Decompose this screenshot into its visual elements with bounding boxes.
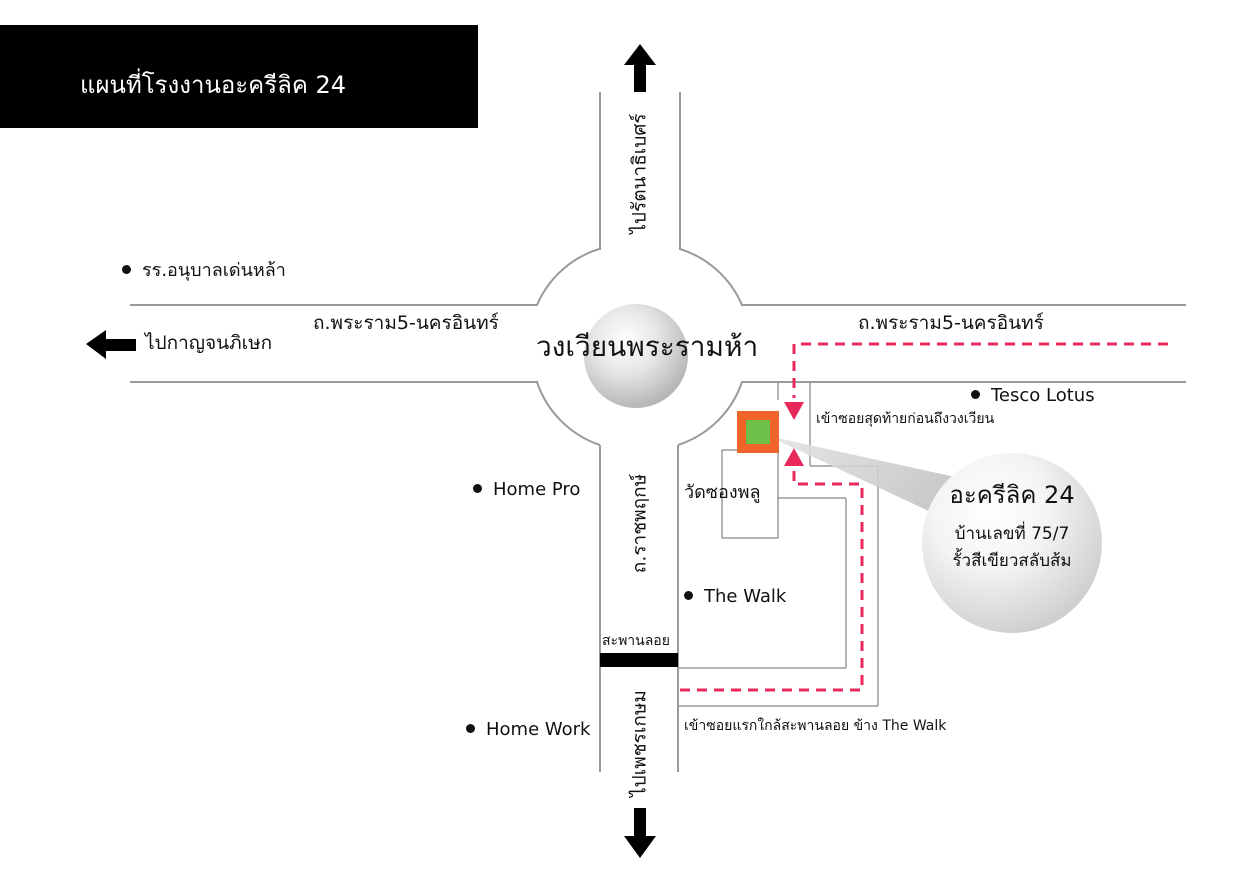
poi-home-work: Home Work bbox=[466, 721, 590, 739]
poi-tesco: Tesco Lotus bbox=[971, 387, 1095, 405]
destination-fence: รั้วสีเขียวสลับส้ม bbox=[952, 551, 1072, 571]
dot-icon bbox=[971, 389, 980, 399]
destination-address: บ้านเลขที่ 75/7 bbox=[954, 524, 1070, 544]
poi-tesco-label: Tesco Lotus bbox=[991, 385, 1095, 406]
poi-temple-label: วัดซองพลู bbox=[684, 482, 761, 503]
bridge-bar bbox=[600, 653, 678, 667]
roundabout-label: วงเวียนพระรามห้า bbox=[536, 330, 759, 363]
road-label-south-upper: ถ.ราชพฤกษ์ bbox=[628, 473, 651, 574]
route-south bbox=[680, 468, 864, 692]
road-label-west: ถ.พระราม5-นครอินทร์ bbox=[313, 312, 499, 334]
title-bar: แผนที่โรงงานอะครีลิค 24 bbox=[0, 25, 478, 128]
direction-west-label: ไปกาญจนภิเษก bbox=[145, 332, 273, 354]
dot-icon bbox=[122, 264, 131, 274]
road-label-north: ไปรัตนาธิเบศร์ bbox=[628, 113, 651, 234]
arrow-left-icon bbox=[86, 330, 136, 359]
dot-icon bbox=[684, 590, 693, 600]
roundabout-ring bbox=[536, 248, 743, 446]
destination-bubble: อะครีลิค 24 บ้านเลขที่ 75/7 รั้วสีเขียวส… bbox=[922, 453, 1102, 633]
page-title: แผนที่โรงงานอะครีลิค 24 bbox=[80, 71, 347, 99]
roundabout-center bbox=[584, 304, 688, 408]
road-label-east: ถ.พระราม5-นครอินทร์ bbox=[858, 312, 1044, 334]
route-arrow-up-icon bbox=[784, 448, 804, 466]
poi-home-work-label: Home Work bbox=[486, 719, 591, 740]
bridge-label: สะพานลอย bbox=[602, 633, 670, 649]
poi-school-label: รร.อนุบาลเด่นหล้า bbox=[142, 260, 286, 281]
direction-note-south: เข้าซอยแรกใกล้สะพานลอย ข้าง The Walk bbox=[684, 718, 947, 734]
dot-icon bbox=[466, 723, 475, 733]
arrow-down-icon bbox=[624, 808, 656, 858]
poi-the-walk-label: The Walk bbox=[704, 586, 787, 607]
poi-school: รร.อนุบาลเด่นหล้า bbox=[122, 262, 286, 280]
callout-beam bbox=[768, 436, 960, 520]
destination-name: อะครีลิค 24 bbox=[949, 481, 1075, 509]
poi-home-pro-label: Home Pro bbox=[493, 479, 581, 500]
arrow-up-icon bbox=[624, 44, 656, 92]
destination-marker-inner bbox=[746, 420, 770, 444]
route-arrow-down-icon bbox=[784, 402, 804, 420]
dot-icon bbox=[473, 483, 482, 493]
poi-the-walk: The Walk bbox=[684, 588, 786, 606]
direction-note-north: เข้าซอยสุดท้ายก่อนถึงวงเวียน bbox=[816, 411, 995, 427]
road-label-south-lower: ไปเพชรเกษม bbox=[628, 690, 651, 797]
route-north bbox=[792, 342, 1168, 398]
poi-home-pro: Home Pro bbox=[473, 481, 580, 499]
